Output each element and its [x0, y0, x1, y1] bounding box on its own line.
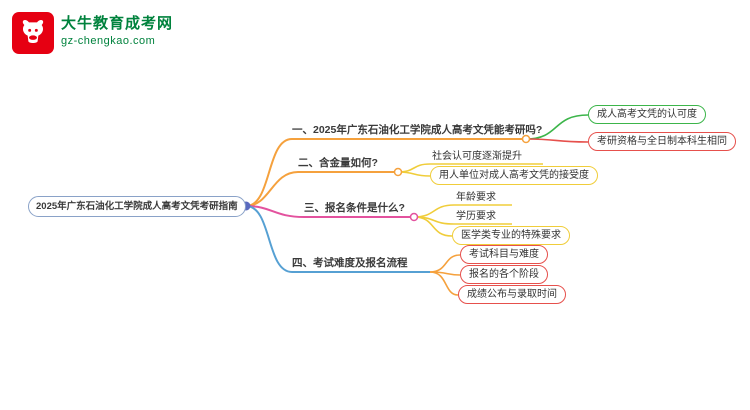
bull-logo-icon: [12, 12, 54, 54]
branch-3-label: 三、报名条件是什么?: [304, 202, 405, 214]
branch-3-child-1: 年龄要求: [456, 192, 496, 203]
branch-4-child-1-connector: [429, 254, 461, 273]
branch-1-label: 一、2025年广东石油化工学院成人高考文凭能考研吗?: [292, 124, 543, 136]
branch-1-child-2-connector: [525, 138, 589, 143]
brand-text: 大牛教育成考网 gz-chengkao.com: [61, 12, 173, 49]
brand-domain: gz-chengkao.com: [61, 35, 156, 47]
branch-4-connector: [245, 205, 430, 273]
branch-1-junction-dot: [521, 134, 531, 144]
branch-2-connector: [245, 171, 394, 207]
branch-3-connector: [245, 205, 410, 218]
mindmap-root-node: 2025年广东石油化工学院成人高考文凭考研指南: [28, 196, 246, 217]
brand-name: 大牛教育成考网: [61, 15, 174, 32]
brand-logo[interactable]: 大牛教育成考网 gz-chengkao.com: [12, 12, 173, 54]
branch-2-child-2: 用人单位对成人高考文凭的接受度: [430, 166, 598, 185]
branch-2-label: 二、含金量如何?: [298, 157, 378, 169]
branch-4-child-3-connector: [429, 271, 459, 296]
branch-4-child-3: 成绩公布与录取时间: [458, 285, 566, 304]
branch-1-child-1: 成人高考文凭的认可度: [588, 105, 706, 124]
branch-4-child-1: 考试科目与难度: [460, 245, 548, 264]
branch-1-connector: [245, 138, 522, 207]
branch-4-label: 四、考试难度及报名流程: [292, 257, 408, 269]
branch-3-child-3: 医学类专业的特殊要求: [452, 226, 570, 245]
branch-1-child-2: 考研资格与全日制本科生相同: [588, 132, 736, 151]
branch-2-child-2-connector: [397, 171, 431, 177]
branch-3-junction-dot: [409, 212, 419, 222]
branch-4-child-2: 报名的各个阶段: [460, 265, 548, 284]
branch-3-child-2: 学历要求: [456, 211, 496, 222]
branch-2-junction-dot: [393, 167, 403, 177]
branch-3-child-3-connector: [413, 216, 453, 237]
branch-2-child-1: 社会认可度逐渐提升: [432, 151, 522, 162]
